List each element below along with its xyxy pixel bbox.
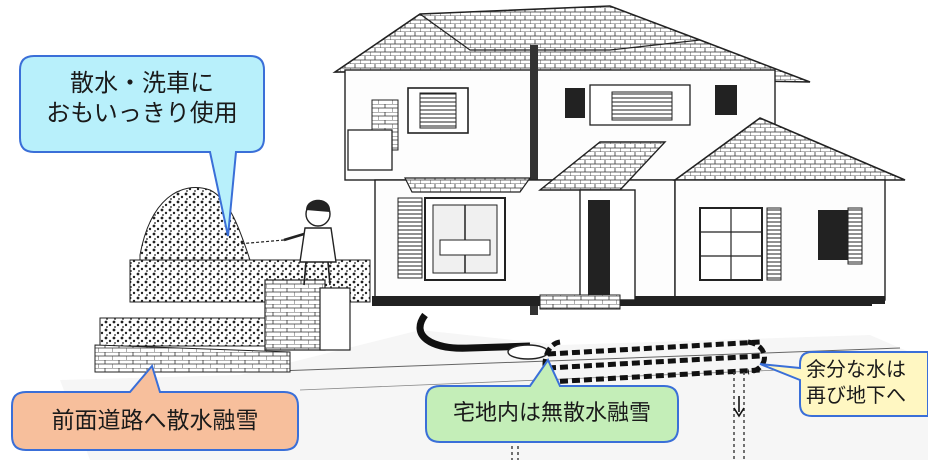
callout-watering-bubble — [19, 55, 265, 237]
manhole — [507, 344, 549, 360]
upper-wall — [344, 45, 776, 315]
callout-front-road-bubble — [11, 363, 299, 451]
callout-excess-line2: 再び地下へ — [806, 383, 906, 407]
callout-yard-text: 宅地内は無散水融雪 — [452, 401, 651, 426]
right-wing — [672, 117, 906, 304]
person-watering — [237, 199, 337, 286]
window — [565, 88, 585, 118]
entrance — [538, 141, 667, 310]
callout-watering-line2: おもいっきり使用 — [46, 99, 238, 127]
callout-yard-bubble — [425, 357, 679, 443]
callout-watering-text: 散水・洗車に おもいっきり使用 — [20, 56, 264, 152]
callout-front-road-text: 前面道路へ散水融雪 — [51, 408, 259, 434]
callout-excess-line1: 余分な水は — [806, 357, 906, 381]
callout-watering-line1: 散水・洗車に — [70, 69, 214, 97]
callout-excess-bubble — [759, 351, 928, 417]
callout-excess-text: 余分な水は 再び地下へ — [800, 352, 928, 416]
snowmelt-pipes — [416, 312, 767, 460]
